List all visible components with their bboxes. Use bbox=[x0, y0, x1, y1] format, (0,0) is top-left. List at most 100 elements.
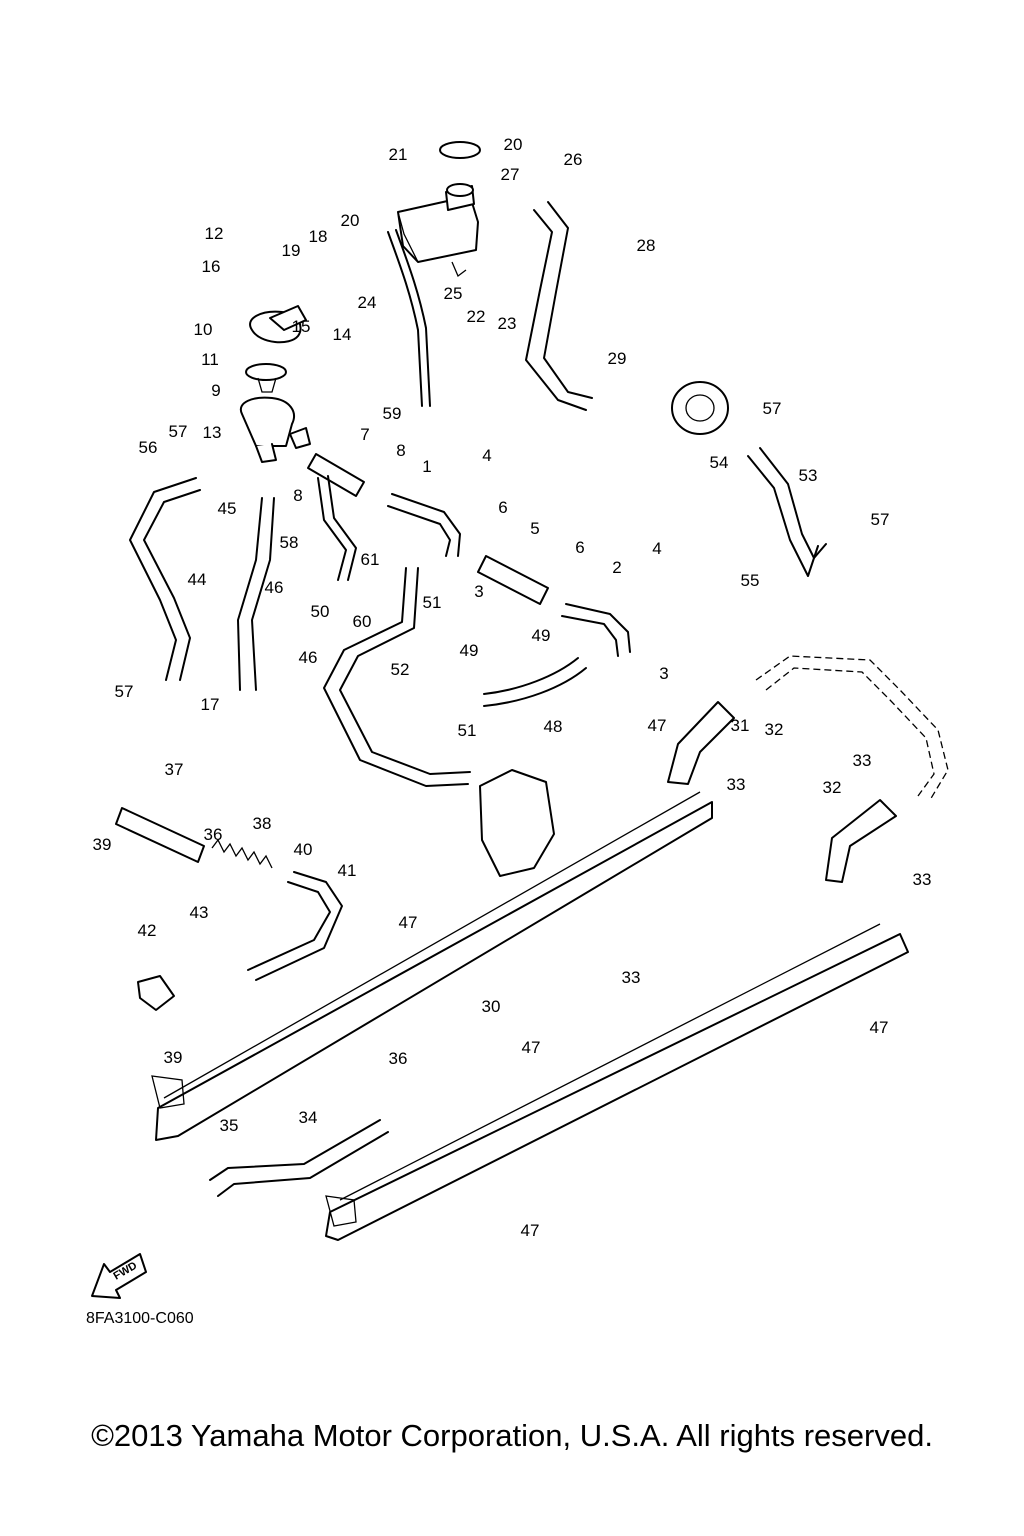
callout-label: 22 bbox=[467, 307, 486, 326]
callout-label: 19 bbox=[282, 241, 301, 260]
callout-label: 3 bbox=[659, 664, 668, 683]
callout-label: 41 bbox=[338, 861, 357, 880]
callout-label: 60 bbox=[353, 612, 372, 631]
callout-label: 39 bbox=[164, 1048, 183, 1067]
callout-label: 51 bbox=[423, 593, 442, 612]
heat-exchanger-34 bbox=[325, 933, 909, 1241]
callout-label: 8 bbox=[293, 486, 302, 505]
callout-label: 11 bbox=[201, 350, 219, 369]
hose-5 bbox=[477, 555, 549, 605]
callout-label: 53 bbox=[799, 466, 818, 485]
callout-label: 59 bbox=[383, 404, 402, 423]
hose-48 bbox=[483, 657, 579, 695]
callout-label: 16 bbox=[202, 257, 221, 276]
callout-label: 4 bbox=[482, 446, 491, 465]
hose-32a bbox=[667, 701, 735, 785]
callout-label: 33 bbox=[913, 870, 932, 889]
coolant-reservoir bbox=[397, 141, 481, 278]
hose-35 bbox=[209, 1119, 381, 1181]
hose-25 bbox=[387, 231, 423, 407]
callout-label: 37 bbox=[165, 760, 184, 779]
hose-41 bbox=[247, 881, 331, 971]
callout-label: 1 bbox=[422, 457, 431, 476]
callout-label: 33 bbox=[853, 751, 872, 770]
callout-label: 25 bbox=[444, 284, 463, 303]
callout-label: 47 bbox=[521, 1221, 540, 1240]
callout-label: 10 bbox=[194, 320, 213, 339]
callout-label: 61 bbox=[361, 550, 380, 569]
elbow-42 bbox=[137, 975, 175, 1011]
callout-label: 49 bbox=[460, 641, 479, 660]
callout-label: 56 bbox=[139, 438, 158, 457]
callout-label: 51 bbox=[458, 721, 477, 740]
callout-label: 9 bbox=[211, 381, 220, 400]
callout-label: 55 bbox=[741, 571, 760, 590]
water-pump bbox=[671, 381, 729, 435]
spring-38 bbox=[211, 838, 273, 869]
callout-label: 17 bbox=[201, 695, 220, 714]
callout-label: 46 bbox=[299, 648, 318, 667]
heat-exchanger-31 bbox=[155, 801, 713, 1141]
callout-label: 47 bbox=[522, 1038, 541, 1057]
callout-label: 54 bbox=[710, 453, 729, 472]
callout-label: 6 bbox=[498, 498, 507, 517]
fwd-arrow-icon: FWD bbox=[91, 1253, 147, 1299]
callout-label: 46 bbox=[265, 578, 284, 597]
callout-label: 50 bbox=[311, 602, 330, 621]
callout-label: 28 bbox=[637, 236, 656, 255]
callout-label: 15 bbox=[292, 317, 311, 336]
callout-label: 57 bbox=[115, 682, 134, 701]
callout-label: 31 bbox=[731, 716, 750, 735]
callout-label: 57 bbox=[169, 422, 188, 441]
callout-label: 36 bbox=[204, 825, 223, 844]
thermostat-housing bbox=[239, 305, 311, 463]
callout-label: 49 bbox=[532, 626, 551, 645]
callout-label: 12 bbox=[205, 224, 224, 243]
callout-label: 24 bbox=[358, 293, 377, 312]
callout-label: 33 bbox=[727, 775, 746, 794]
callout-label: 43 bbox=[190, 903, 209, 922]
callout-label: 47 bbox=[399, 913, 418, 932]
callout-label: 8 bbox=[396, 441, 405, 460]
callout-label: 18 bbox=[309, 227, 328, 246]
callout-label: 38 bbox=[253, 814, 272, 833]
callout-label: 58 bbox=[280, 533, 299, 552]
callout-label: 23 bbox=[498, 314, 517, 333]
callout-label: 27 bbox=[501, 165, 520, 184]
callout-label: 34 bbox=[299, 1108, 318, 1127]
callout-label: 4 bbox=[652, 539, 661, 558]
hose-7 bbox=[307, 453, 365, 497]
callout-label: 47 bbox=[870, 1018, 889, 1037]
hose-32b bbox=[825, 799, 897, 883]
callout-label: 57 bbox=[763, 399, 782, 418]
callout-label: 30 bbox=[482, 997, 501, 1016]
callout-label: 57 bbox=[871, 510, 890, 529]
hose-53 bbox=[747, 455, 819, 577]
callout-label: 44 bbox=[188, 570, 207, 589]
callout-label: 14 bbox=[333, 325, 352, 344]
parts-drawing: FWD bbox=[91, 141, 949, 1299]
callout-label: 48 bbox=[544, 717, 563, 736]
callout-label: 42 bbox=[138, 921, 157, 940]
engine-cover bbox=[479, 769, 555, 877]
callout-label: 33 bbox=[622, 968, 641, 987]
hose-56 bbox=[129, 477, 197, 681]
hose-50 bbox=[323, 567, 469, 787]
callout-label: 21 bbox=[389, 145, 408, 164]
callout-label: 32 bbox=[823, 778, 842, 797]
callout-label: 35 bbox=[220, 1116, 239, 1135]
callout-label: 2 bbox=[612, 558, 621, 577]
callout-label: 3 bbox=[474, 582, 483, 601]
copyright-notice: ©2013 Yamaha Motor Corporation, U.S.A. A… bbox=[91, 1418, 933, 1453]
callout-label: 40 bbox=[294, 840, 313, 859]
callout-label: 20 bbox=[504, 135, 523, 154]
callout-label: 32 bbox=[765, 720, 784, 739]
callout-label: 47 bbox=[648, 716, 667, 735]
callout-label: 7 bbox=[360, 425, 369, 444]
hose-2 bbox=[565, 603, 631, 653]
callout-label: 45 bbox=[218, 499, 237, 518]
hose-1 bbox=[387, 505, 451, 557]
callout-label: 39 bbox=[93, 835, 112, 854]
hose-44 bbox=[237, 497, 263, 691]
